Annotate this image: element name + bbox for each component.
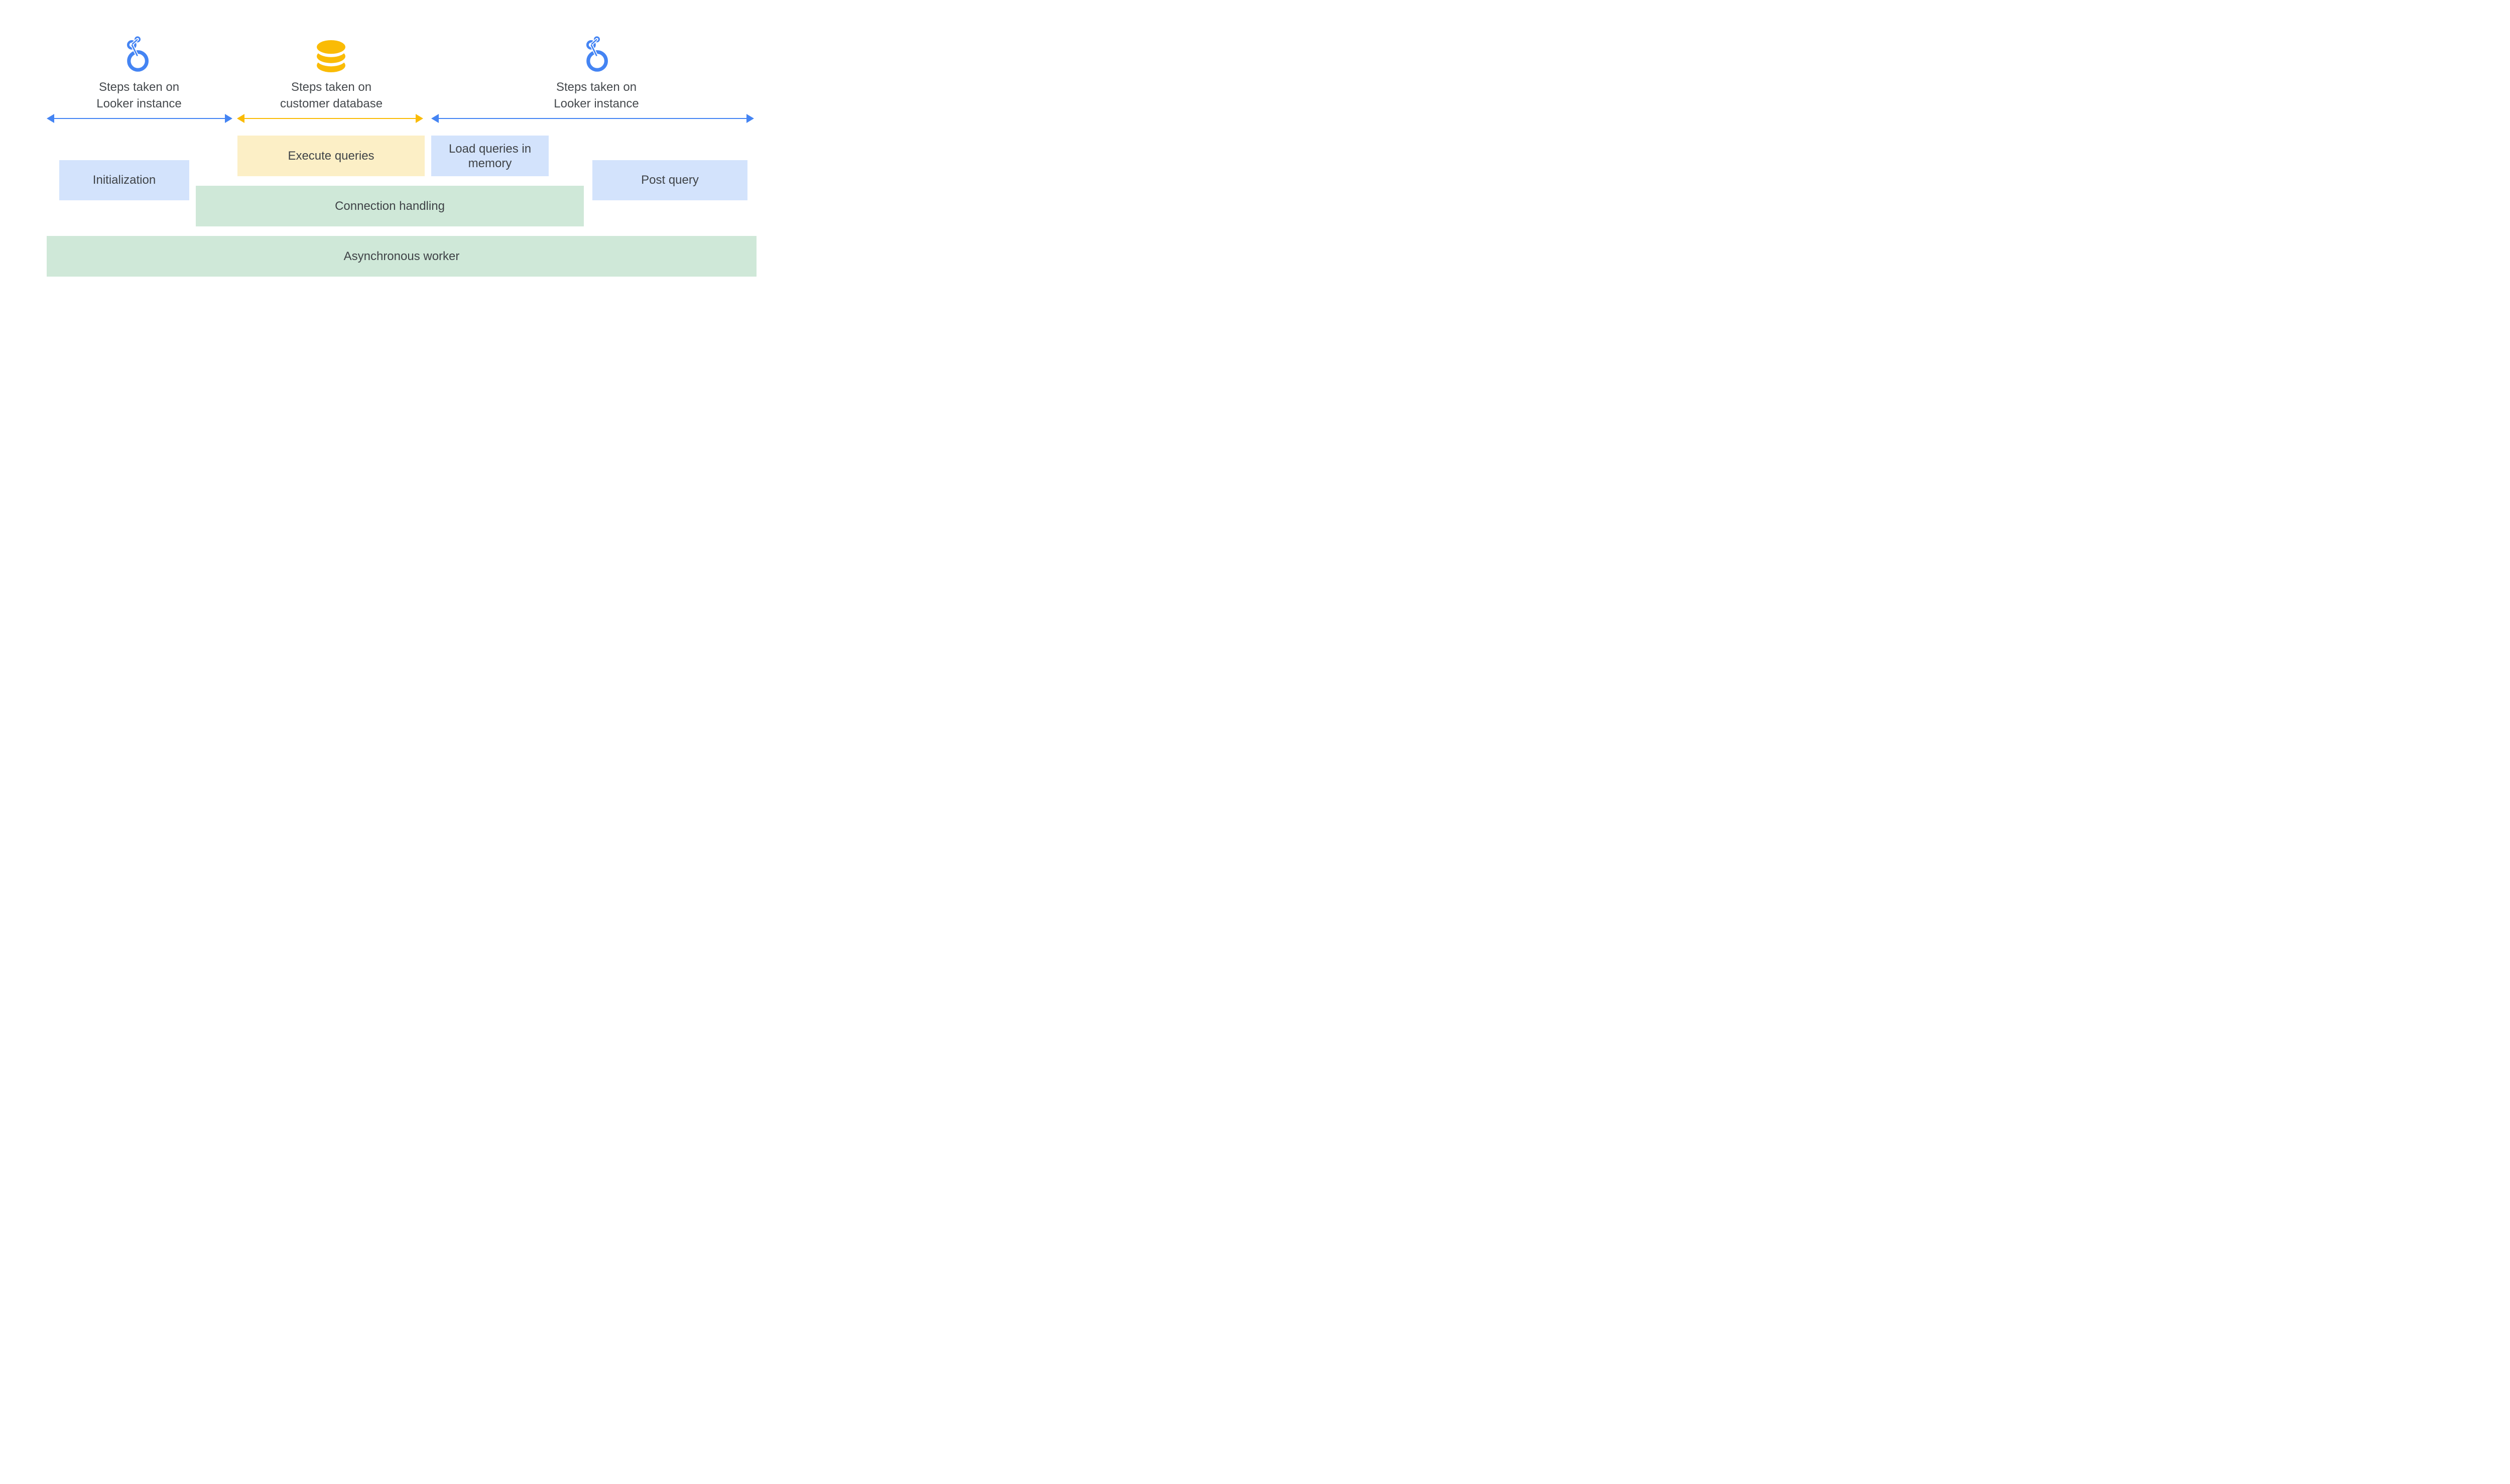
- section-label-line: Steps taken on: [291, 80, 372, 94]
- section-label-line: Looker instance: [554, 97, 639, 110]
- database-icon: [317, 40, 345, 75]
- initialization-box: Initialization: [59, 160, 189, 200]
- section-label-line: Steps taken on: [98, 80, 180, 94]
- arrow-shaft: [52, 117, 227, 119]
- section-label-line: Looker instance: [96, 97, 182, 110]
- post-query-box: Post query: [592, 160, 747, 200]
- load-queries-in-memory-label: Load queries in memory: [448, 142, 532, 170]
- section-label-looker-left: Steps taken on Looker instance: [64, 79, 214, 112]
- looker-logo-icon: [123, 33, 150, 78]
- asynchronous-worker-label: Asynchronous worker: [343, 249, 460, 263]
- section-label-customer-database: Steps taken on customer database: [256, 79, 407, 112]
- arrow-right-tip: [746, 114, 754, 123]
- arrow-right-tip: [416, 114, 423, 123]
- execute-queries-label: Execute queries: [288, 149, 374, 163]
- initialization-label: Initialization: [92, 173, 156, 187]
- looker-right-span-arrow: [431, 114, 754, 123]
- diagram-canvas: Steps taken on Looker instance Steps tak…: [0, 0, 803, 297]
- looker-left-span-arrow: [47, 114, 232, 123]
- section-label-looker-right: Steps taken on Looker instance: [521, 79, 672, 112]
- arrow-left-tip: [47, 114, 54, 123]
- arrow-left-tip: [431, 114, 439, 123]
- asynchronous-worker-box: Asynchronous worker: [47, 236, 757, 277]
- arrow-left-tip: [237, 114, 244, 123]
- connection-handling-label: Connection handling: [335, 199, 445, 213]
- connection-handling-box: Connection handling: [196, 186, 584, 226]
- section-label-line: customer database: [280, 97, 383, 110]
- arrow-shaft: [242, 117, 418, 119]
- looker-logo-icon: [583, 33, 609, 78]
- arrow-right-tip: [225, 114, 232, 123]
- arrow-shaft: [437, 117, 748, 119]
- load-queries-in-memory-box: Load queries in memory: [431, 136, 549, 176]
- section-label-line: Steps taken on: [556, 80, 637, 94]
- customer-database-span-arrow: [237, 114, 423, 123]
- execute-queries-box: Execute queries: [237, 136, 425, 176]
- post-query-label: Post query: [641, 173, 699, 187]
